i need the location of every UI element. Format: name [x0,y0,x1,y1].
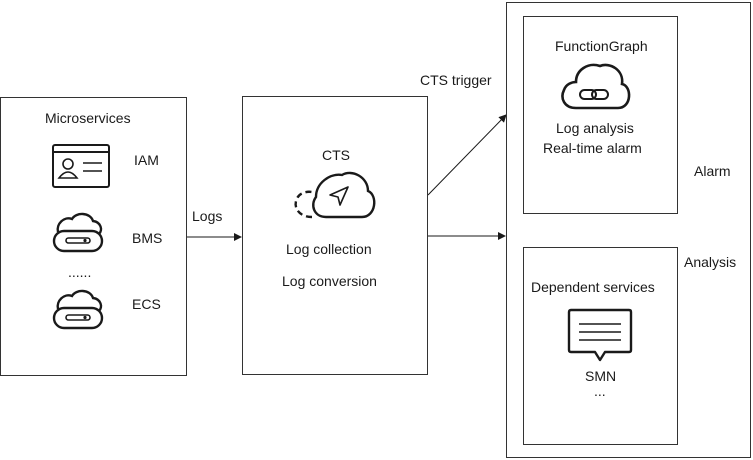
cts-box [242,96,428,375]
ecs-label: ECS [132,296,161,312]
cloud-send-icon [294,171,376,219]
cts-line-conversion: Log conversion [282,273,377,289]
functiongraph-title: FunctionGraph [555,38,648,54]
functiongraph-box [523,16,678,214]
alarm-label: Alarm [694,163,731,179]
cts-title: CTS [322,147,350,163]
cts-line-collection: Log collection [286,241,372,257]
cts-trigger-label: CTS trigger [420,72,492,88]
dependent-ellipsis: ... [594,383,606,399]
cloud-server-icon [52,212,104,253]
message-icon [567,308,633,362]
cts-trigger-arrow [427,114,507,196]
fg-line-log-analysis: Log analysis [556,120,634,136]
dependent-services-title: Dependent services [531,279,655,295]
fg-line-real-time-alarm: Real-time alarm [543,140,642,156]
cloud-server-icon [52,289,104,330]
analysis-label: Analysis [684,254,737,270]
iam-label: IAM [134,152,159,168]
cloud-link-icon [561,63,631,110]
microservices-title: Microservices [45,110,131,126]
logs-label: Logs [192,208,223,224]
bms-label: BMS [132,230,163,246]
smn-label: SMN [585,368,617,384]
ellipsis: ...... [68,264,92,280]
id-card-icon [52,144,110,188]
